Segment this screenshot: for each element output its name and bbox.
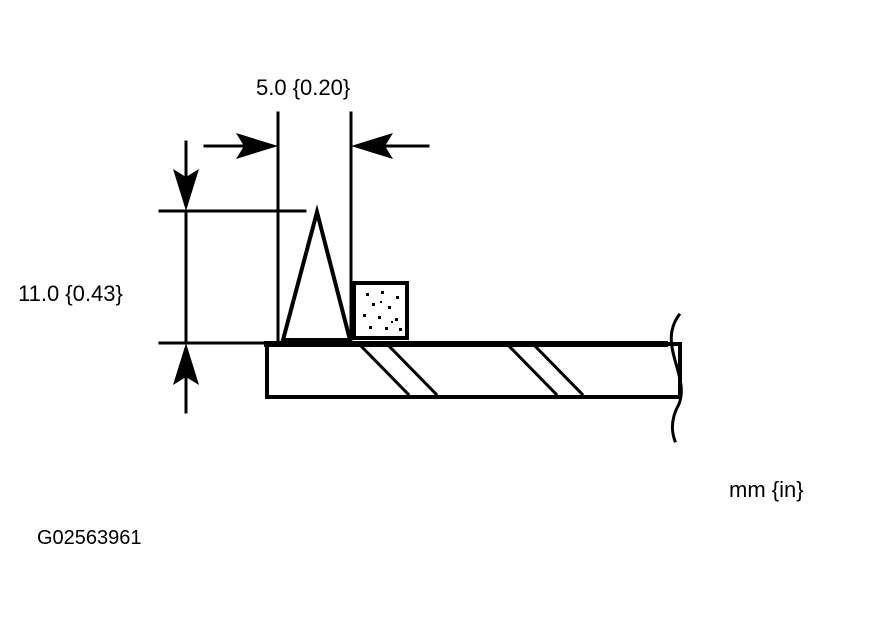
hatch-line [387,344,439,397]
base-plate [265,342,682,399]
arrowhead-width-left [236,133,278,159]
arrowhead-width-right [351,133,393,159]
arrowhead-height-bottom [173,343,199,385]
height-dimension-label: 11.0 {0.43} [18,281,123,306]
arrowhead-height-top [173,169,199,211]
units-label: mm {in} [729,477,804,502]
hatch-line [359,344,411,397]
break-line [669,312,683,443]
hatch-line [507,344,559,397]
adhesive-texture [363,291,402,331]
sealant-bead [280,204,353,342]
adhesive-block [352,281,409,340]
width-dimension-label: 5.0 {0.20} [256,75,351,100]
hatch-line [533,344,585,397]
figure-id: G02563961 [37,527,142,549]
